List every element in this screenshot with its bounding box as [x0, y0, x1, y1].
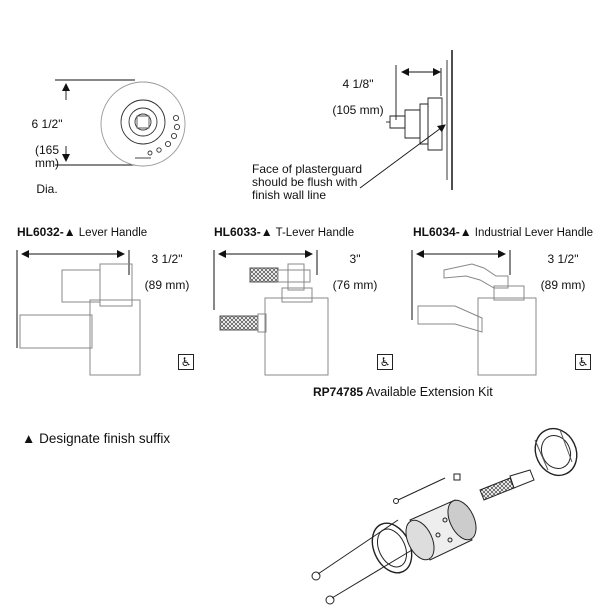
handle-model: HL6034-	[413, 225, 460, 239]
wheelchair-icon: ♿	[575, 354, 591, 370]
handle-header-hl6032: HL6032-▲ Lever Handle	[17, 225, 147, 239]
wall-depth-size: 4 1/8"	[342, 77, 374, 91]
extension-kit-label: RP74785 Available Extension Kit	[313, 385, 493, 399]
handle-model: HL6033-	[214, 225, 261, 239]
finish-triangle-icon: ▲	[260, 225, 273, 239]
wall-depth-metric: (105 mm)	[332, 103, 384, 117]
trim-diameter-label: 6 1/2" (165 mm) Dia.	[24, 105, 70, 196]
valve-side-view	[359, 50, 453, 190]
hl6033-drawing	[213, 250, 329, 376]
trim-diameter-size: 6 1/2"	[31, 117, 63, 131]
length-size: 3"	[349, 252, 361, 266]
wheelchair-icon: ♿	[178, 354, 194, 370]
trim-diameter-suffix: Dia.	[36, 182, 58, 196]
extension-kit-text: Available Extension Kit	[363, 385, 493, 399]
wall-depth-label: 4 1/8" (105 mm)	[318, 65, 398, 117]
handle-model: HL6032-	[17, 225, 64, 239]
length-size: 3 1/2"	[547, 252, 579, 266]
length-size: 3 1/2"	[151, 252, 183, 266]
handle-name: Lever Handle	[75, 227, 148, 239]
length-metric: (89 mm)	[540, 278, 586, 292]
hl6034-length-label: 3 1/2" (89 mm)	[536, 240, 590, 292]
finish-triangle-icon: ▲	[63, 225, 76, 239]
wheelchair-icon: ♿	[377, 354, 393, 370]
hl6032-length-label: 3 1/2" (89 mm)	[140, 240, 194, 292]
trim-plate-front-view	[55, 79, 186, 167]
hl6034-drawing	[411, 250, 537, 376]
finish-suffix-note: ▲ Designate finish suffix	[22, 431, 171, 446]
hl6032-drawing	[16, 250, 141, 376]
handle-header-hl6034: HL6034-▲ Industrial Lever Handle	[413, 225, 593, 239]
trim-diameter-metric: (165 mm)	[34, 143, 60, 170]
finish-triangle-icon: ▲	[459, 225, 472, 239]
handle-name: Industrial Lever Handle	[471, 227, 594, 239]
extension-kit-drawing	[311, 427, 578, 605]
plasterguard-note: Face of plasterguard should be flush wit…	[252, 162, 363, 202]
handle-name: T-Lever Handle	[272, 227, 355, 239]
hl6033-length-label: 3" (76 mm)	[328, 240, 382, 292]
length-metric: (89 mm)	[144, 278, 190, 292]
extension-kit-model: RP74785	[313, 385, 364, 399]
handle-header-hl6033: HL6033-▲ T-Lever Handle	[214, 225, 354, 239]
length-metric: (76 mm)	[332, 278, 378, 292]
